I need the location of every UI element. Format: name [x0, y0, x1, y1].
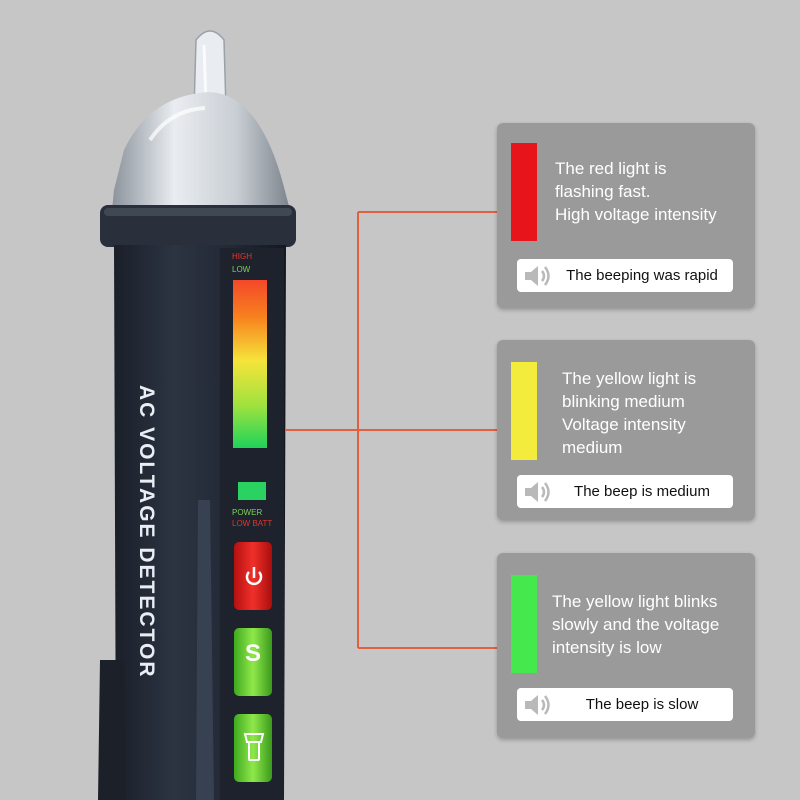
description-line: The yellow light is: [562, 369, 697, 388]
beep-label: The beeping was rapid: [517, 259, 733, 292]
probe-cap: [112, 92, 290, 210]
red-light-swatch: [511, 143, 537, 241]
indicator-low-label: LOW: [232, 265, 251, 274]
description-line: intensity is low: [552, 638, 662, 657]
connector-lines: [286, 211, 497, 649]
power-indicator: [238, 482, 266, 500]
beep-label: The beep is slow: [517, 688, 733, 721]
flashlight-icon: [243, 733, 265, 761]
info-panel-medium: The yellow light is blinking medium Volt…: [497, 340, 755, 520]
status-power-label: POWER: [232, 508, 263, 517]
beep-text: The beep is slow: [585, 696, 699, 713]
panel-description: The red light is flashing fast. High vol…: [555, 157, 749, 226]
yellow-light-swatch: [511, 362, 537, 460]
info-panel-high: The red light is flashing fast. High vol…: [497, 123, 755, 308]
description-line: medium: [562, 438, 623, 457]
beep-label: The beep is medium: [517, 475, 733, 508]
description-line: slowly and the voltage: [552, 615, 720, 634]
sensitivity-button[interactable]: [234, 628, 272, 696]
panel-description: The yellow light blinks slowly and the v…: [552, 590, 749, 659]
description-line: The red light is: [555, 159, 667, 178]
voltage-level-bar: [233, 280, 267, 448]
description-line: Voltage intensity: [562, 415, 686, 434]
speaker-icon: [517, 475, 557, 508]
beep-text: The beeping was rapid: [566, 267, 718, 284]
indicator-high-label: HIGH: [232, 252, 252, 261]
description-line: flashing fast.: [555, 182, 651, 201]
description-line: The yellow light blinks: [552, 592, 718, 611]
power-icon: [245, 567, 263, 586]
sensitivity-button-label: S: [244, 640, 261, 667]
speaker-icon: [517, 688, 557, 721]
panel-description: The yellow light is blinking medium Volt…: [562, 367, 749, 459]
description-line: High voltage intensity: [555, 205, 717, 224]
status-low-batt-label: LOW BATT: [232, 519, 273, 528]
green-light-swatch: [511, 575, 537, 673]
info-panel-low: The yellow light blinks slowly and the v…: [497, 553, 755, 738]
description-line: blinking medium: [562, 392, 685, 411]
detector-side-label: AC VOLTAGE DETECTOR: [135, 385, 158, 679]
flashlight-button[interactable]: [234, 714, 272, 782]
speaker-icon: [517, 259, 557, 292]
beep-text: The beep is medium: [574, 483, 710, 500]
pocket-clip: [98, 660, 126, 800]
